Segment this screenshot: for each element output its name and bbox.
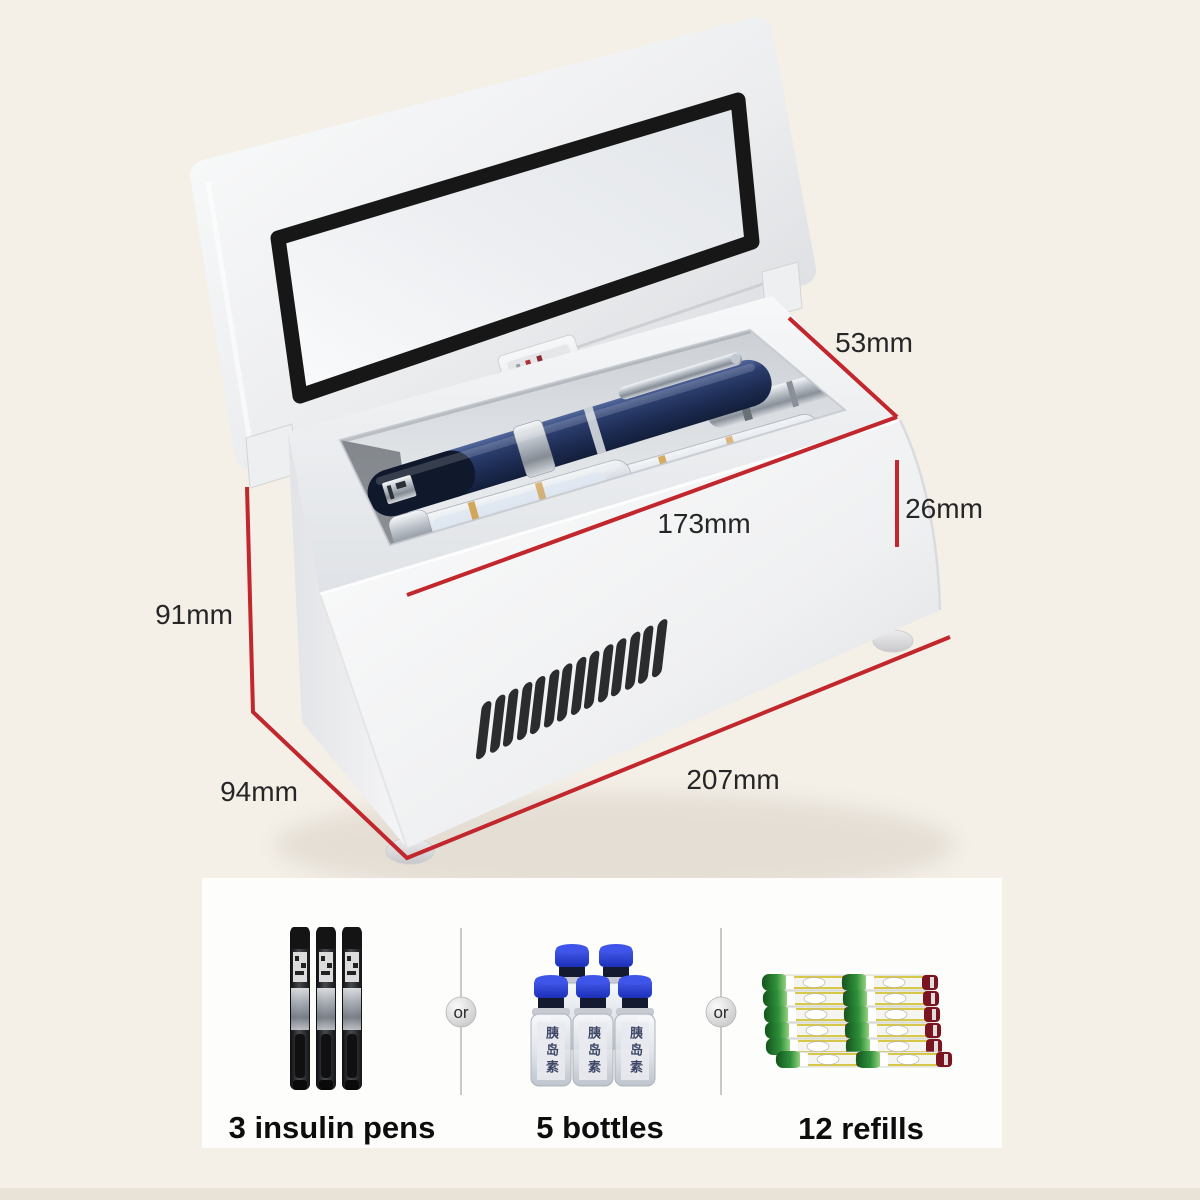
dim-label-body-height: 91mm	[155, 599, 233, 630]
bottles-icon	[530, 944, 656, 1087]
bottom-edge-strip	[0, 1188, 1200, 1200]
dim-label-opening-length: 173mm	[657, 508, 750, 539]
dim-line-53	[787, 316, 899, 419]
refills-icon	[761, 974, 953, 1068]
dim-label-body-length: 207mm	[686, 764, 779, 795]
dimension-lines	[245, 316, 951, 861]
capacity-panel: or or	[202, 878, 1002, 1148]
dim-line-91-94-207	[245, 486, 951, 861]
lid-gasket	[270, 92, 760, 404]
body-left-face	[288, 432, 407, 848]
or-label-2: or	[713, 1003, 728, 1022]
capacity-option-bottles-label: 5 bottles	[536, 1110, 663, 1145]
capacity-option-refills-label: 12 refills	[798, 1111, 924, 1146]
dim-label-body-depth: 94mm	[220, 776, 298, 807]
dim-label-lip-height: 26mm	[905, 493, 983, 524]
insulin-pen-navy	[367, 352, 772, 517]
body-front-face	[320, 420, 940, 848]
vent-grille	[475, 619, 668, 760]
dim-label-opening-width: 53mm	[835, 327, 913, 358]
dim-line-173	[406, 415, 898, 597]
vial-label-3: 胰岛素	[627, 1026, 642, 1077]
cooler-body	[288, 296, 942, 865]
or-separator-2	[705, 996, 737, 1028]
vial-label-2: 胰岛素	[585, 1026, 600, 1077]
vial-label-1: 胰岛素	[543, 1026, 558, 1077]
capacity-option-pens-label: 3 insulin pens	[229, 1110, 436, 1145]
or-label-1: or	[453, 1003, 468, 1022]
insulin-pens-icon	[290, 927, 362, 1090]
or-separator-1	[445, 996, 477, 1028]
